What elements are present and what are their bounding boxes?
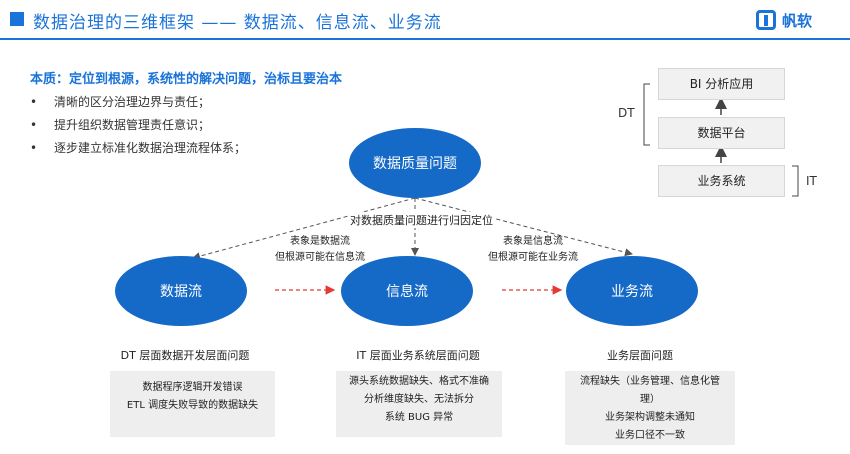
problem-label: 数据质量问题 (373, 156, 457, 172)
header: 数据治理的三维框架 —— 数据流、信息流、业务流 帆软 (0, 0, 850, 40)
it-layer-title: IT 层面业务系统层面问题 (356, 349, 480, 362)
left-note: 表象是数据流 但根源可能在信息流 (275, 236, 365, 263)
issue-item: 数据程序逻辑开发错误 (142, 382, 243, 393)
logo-text: 帆软 (782, 11, 813, 30)
attribution-arrow-right (414, 197, 633, 257)
dt-layer-title: DT 层面数据开发层面问题 (120, 349, 250, 362)
title-marker (10, 12, 24, 26)
info-flow-label: 信息流 (386, 284, 428, 300)
issue-item: 流程缺失（业务管理、信息化管 (580, 376, 720, 387)
bullet-item: 清晰的区分治理边界与责任； (30, 91, 246, 114)
dt-bracket (643, 83, 650, 146)
dt-label: DT (618, 106, 635, 120)
bullet-list: 清晰的区分治理边界与责任； 提升组织数据管理责任意识； 逐步建立标准化数据治理流… (30, 91, 246, 160)
bullet-item: 提升组织数据管理责任意识； (30, 114, 246, 137)
header-divider (0, 38, 850, 40)
right-note: 表象是信息流 但根源可能在业务流 (488, 236, 578, 263)
data-flow-ellipse: 数据流 (115, 256, 247, 326)
issue-item: 业务架构调整未通知 (605, 412, 695, 423)
business-issue-box: 流程缺失（业务管理、信息化管 理） 业务架构调整未通知 业务口径不一致 (565, 371, 735, 445)
essence-statement: 本质：定位到根源，系统性的解决问题，治标且要治本 (30, 72, 343, 87)
it-label: IT (806, 174, 817, 188)
stack-layer-bi: BI 分析应用 (658, 68, 785, 100)
it-bracket (792, 165, 799, 197)
attribution-arrow-left (192, 197, 416, 261)
stack-layer-platform: 数据平台 (658, 117, 785, 149)
dt-issue-box: 数据程序逻辑开发错误 ETL 调度失败导致的数据缺失 (110, 371, 275, 437)
problem-ellipse: 数据质量问题 (349, 128, 481, 198)
issue-item: 理） (640, 394, 660, 405)
issue-item: 源头系统数据缺失、格式不准确 (349, 376, 489, 387)
data-flow-label: 数据流 (160, 284, 202, 300)
business-layer-title: 业务层面问题 (607, 349, 673, 362)
issue-item: 分析维度缺失、无法拆分 (364, 394, 474, 405)
logo: 帆软 (756, 8, 812, 32)
issue-item: ETL 调度失败导致的数据缺失 (126, 400, 259, 411)
page-title: 数据治理的三维框架 —— 数据流、信息流、业务流 (33, 13, 442, 33)
issue-item: 系统 BUG 异常 (384, 412, 454, 423)
business-flow-ellipse: 业务流 (566, 256, 698, 326)
bullet-item: 逐步建立标准化数据治理流程体系； (30, 137, 246, 160)
issue-item: 业务口径不一致 (615, 430, 685, 441)
logo-icon (756, 10, 776, 30)
business-flow-label: 业务流 (611, 284, 653, 300)
it-issue-box: 源头系统数据缺失、格式不准确 分析维度缺失、无法拆分 系统 BUG 异常 (336, 371, 502, 437)
stack-layer-business: 业务系统 (658, 165, 785, 197)
info-flow-ellipse: 信息流 (341, 256, 473, 326)
attribution-label: 对数据质量问题进行归因定位 (348, 212, 495, 228)
